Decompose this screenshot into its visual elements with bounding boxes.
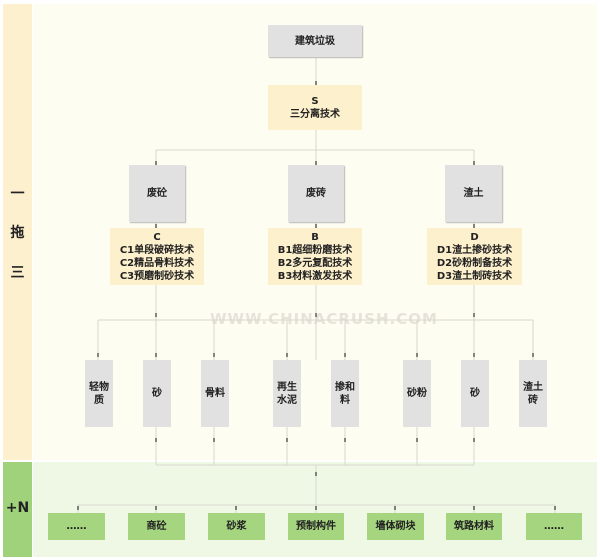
node-tech-b: B B1超细粉磨技术 B2多元复配技术 B3材料激发技术: [268, 228, 362, 285]
main-area-lower: [33, 462, 597, 557]
application-wall-blocks: 墙体砌块: [367, 513, 424, 540]
node-material-concrete: 废砼: [129, 165, 185, 222]
product-soil-brick: 渣土砖: [519, 360, 547, 427]
side-label-yi: 一: [10, 186, 25, 202]
tech-code: D: [470, 231, 479, 243]
tech-line: C3预磨制砂技术: [119, 270, 195, 282]
application-road-materials: 筑路材料: [446, 513, 502, 540]
product-admixture: 掺和料: [331, 360, 359, 427]
tech-line: D2砂粉制备技术: [436, 257, 513, 269]
side-label-tuo: 拖: [10, 225, 25, 241]
side-label-san: 三: [10, 265, 25, 281]
tech-line: C2精品骨料技术: [119, 257, 195, 269]
tech-line: C1单段破碎技术: [119, 244, 195, 256]
node-construction-waste: 建筑垃圾: [268, 25, 362, 57]
node-material-brick: 废砖: [288, 165, 344, 222]
product-aggregate: 骨料: [201, 360, 229, 427]
separation-name: 三分离技术: [290, 108, 340, 120]
node-tech-d: D D1渣土掺砂技术 D2砂粉制备技术 D3渣土制砖技术: [427, 228, 522, 285]
product-sand-2: 砂: [461, 360, 489, 427]
application-precast-components: 预制构件: [288, 513, 344, 540]
tech-line: B3材料激发技术: [277, 270, 353, 282]
side-label-plus-n: +N: [5, 500, 30, 516]
left-band-one-drag-three: [3, 4, 32, 460]
application-more-left: ……: [48, 513, 105, 540]
tech-code: B: [311, 231, 319, 243]
node-tech-c: C C1单段破碎技术 C2精品骨料技术 C3预磨制砂技术: [110, 228, 204, 285]
tech-line: B2多元复配技术: [277, 257, 353, 269]
watermark: WWW.CHINACRUSH.COM: [210, 310, 438, 328]
separation-code: S: [311, 95, 319, 107]
node-separation-tech: S 三分离技术: [268, 85, 362, 130]
product-sand: 砂: [143, 360, 171, 427]
left-band-plus-n: [3, 462, 32, 557]
tech-code: C: [153, 231, 161, 243]
product-light-material: 轻物质: [85, 360, 113, 427]
product-sand-powder: 砂粉: [403, 360, 431, 427]
tech-line: B1超细粉磨技术: [277, 244, 353, 256]
application-more-right: ……: [526, 513, 582, 540]
tech-line: D3渣土制砖技术: [436, 270, 513, 282]
application-commercial-concrete: 商砼: [128, 513, 185, 540]
product-recycled-cement: 再生 水泥: [273, 360, 301, 427]
node-material-soil: 渣土: [445, 165, 502, 222]
tech-line: D1渣土掺砂技术: [436, 244, 513, 256]
application-mortar: 砂浆: [208, 513, 265, 540]
